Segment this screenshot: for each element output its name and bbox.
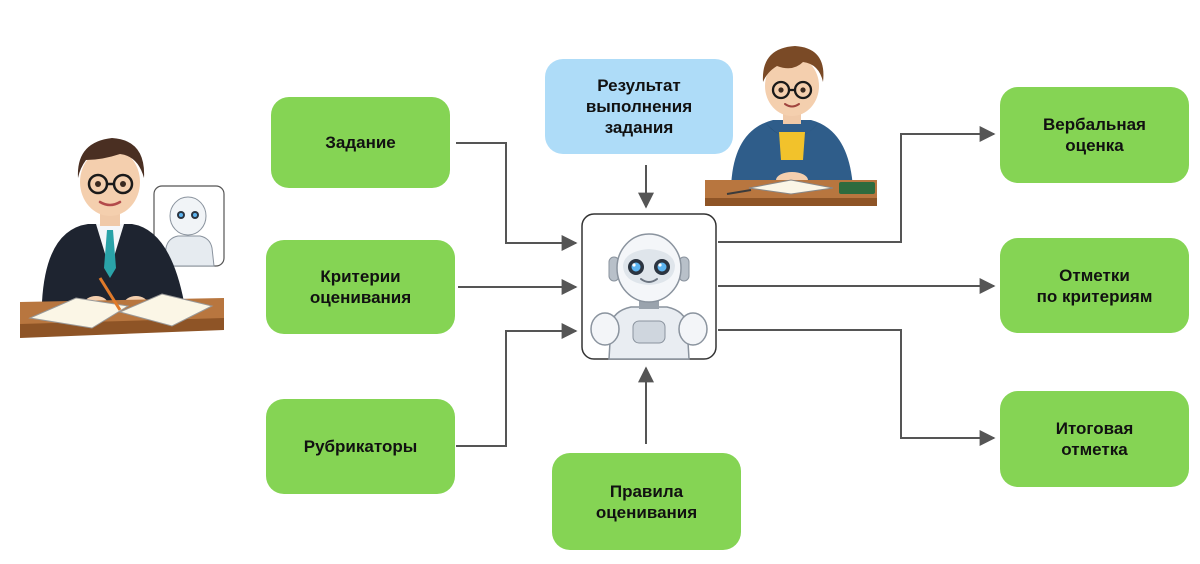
task-label: Задание bbox=[325, 133, 396, 152]
final-mark-label: Итоговая отметка bbox=[1055, 419, 1134, 459]
criteria-box: Критерии оценивания bbox=[266, 240, 455, 334]
rules-label: Правила оценивания bbox=[595, 481, 698, 522]
result-box: Результат выполнения задания bbox=[545, 59, 733, 154]
arrow-rubrics-to-robot bbox=[456, 323, 578, 447]
student-icon bbox=[705, 46, 877, 206]
student-at-desk-illustration bbox=[703, 42, 879, 208]
task-box: Задание bbox=[271, 97, 450, 188]
arrow-robot-to-verbal bbox=[718, 126, 996, 243]
criteria-marks-label: Отметки по критериям bbox=[1036, 265, 1153, 306]
rubrics-box: Рубрикаторы bbox=[266, 399, 455, 494]
criteria-label: Критерии оценивания bbox=[309, 267, 412, 307]
teacher-with-robot-illustration bbox=[16, 120, 228, 342]
verbal-assessment-box: Вербальная оценка bbox=[1000, 87, 1189, 183]
arrow-task-to-robot bbox=[456, 142, 578, 251]
criteria-marks-box: Отметки по критериям bbox=[1000, 238, 1189, 333]
robot-ai-illustration bbox=[581, 213, 717, 360]
verbal-assessment-label: Вербальная оценка bbox=[1043, 115, 1146, 155]
arrow-robot-to-final bbox=[718, 329, 996, 446]
robot-icon bbox=[581, 213, 717, 360]
teacher-icon bbox=[20, 138, 225, 338]
final-mark-box: Итоговая отметка bbox=[1000, 391, 1189, 487]
rules-box: Правила оценивания bbox=[552, 453, 741, 550]
result-label: Результат выполнения задания bbox=[585, 76, 693, 137]
rubrics-label: Рубрикаторы bbox=[303, 437, 418, 456]
